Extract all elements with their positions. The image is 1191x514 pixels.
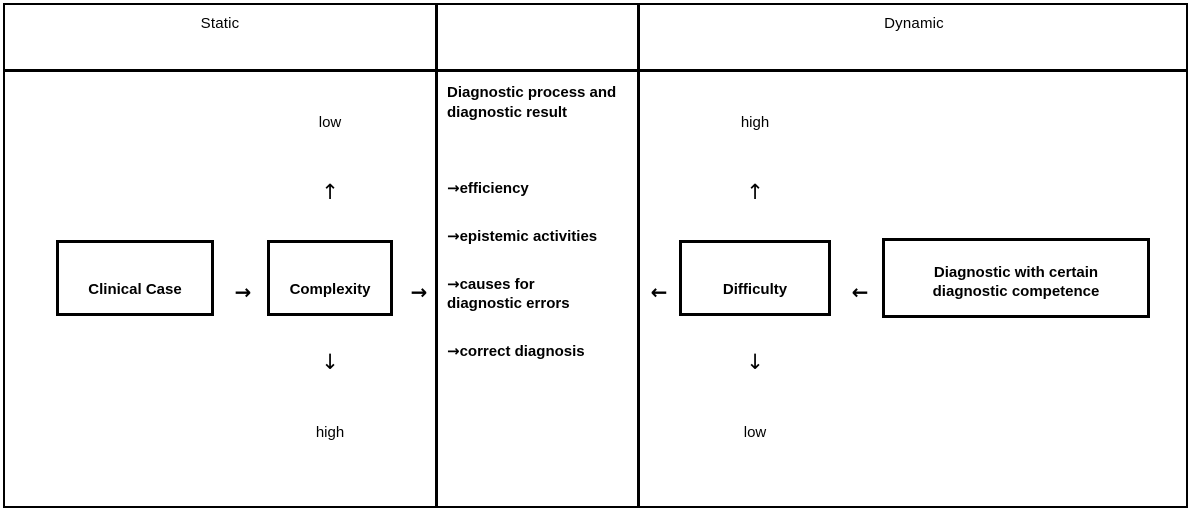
static-arrow-up-icon: ↑	[321, 180, 339, 204]
list-item-label: efficiency	[459, 180, 529, 197]
column-header-dynamic: Dynamic	[884, 15, 944, 32]
column-header-middle	[440, 12, 636, 36]
box-diagnostic-competence-label: Diagnostic with certain diagnostic compe…	[932, 264, 1100, 300]
static-scale-top-label: low	[318, 114, 342, 131]
column-divider-left	[435, 3, 438, 508]
list-item: →correct diagnosis	[447, 323, 635, 361]
static-arrow-down-icon: ↓	[321, 350, 339, 374]
table-frame	[3, 3, 1188, 508]
dynamic-arrow-down-icon: ↓	[746, 350, 764, 374]
arrow-right-icon: →	[447, 227, 460, 245]
list-item-label: causes for diagnostic errors	[447, 276, 570, 312]
middle-column-heading: Diagnostic process and diagnostic result	[447, 84, 617, 121]
dynamic-scale-top-label: high	[740, 114, 770, 131]
box-clinical-case-label: Clinical Case	[88, 281, 182, 298]
box-complexity-label: Complexity	[289, 281, 371, 298]
static-flow-arrow-2-icon: →	[410, 280, 428, 304]
dynamic-scale-bottom-label: low	[743, 424, 767, 441]
arrow-right-icon: →	[447, 342, 460, 360]
box-clinical-case: Clinical Case	[56, 240, 214, 316]
dynamic-arrow-up-icon: ↑	[746, 180, 764, 204]
column-divider-right	[637, 3, 640, 508]
list-item: →efficiency	[447, 160, 635, 198]
list-item-label: correct diagnosis	[459, 343, 585, 360]
static-scale-bottom-label: high	[315, 424, 345, 441]
list-item-label: epistemic activities	[459, 228, 598, 245]
column-header-static: Static	[200, 15, 240, 32]
box-complexity: Complexity	[267, 240, 393, 316]
middle-column-list: →efficiency →epistemic activities →cause…	[447, 160, 635, 371]
box-difficulty: Difficulty	[679, 240, 831, 316]
box-difficulty-label: Difficulty	[722, 281, 788, 298]
arrow-right-icon: →	[447, 179, 460, 197]
static-flow-arrow-1-icon: →	[234, 280, 252, 304]
box-diagnostic-competence: Diagnostic with certain diagnostic compe…	[882, 238, 1150, 318]
list-item: →causes for diagnostic errors	[447, 256, 635, 313]
arrow-right-icon: →	[447, 275, 460, 293]
header-row-divider	[3, 69, 1188, 72]
dynamic-flow-arrow-1-icon: ←	[650, 280, 668, 304]
dynamic-flow-arrow-2-icon: ←	[851, 280, 869, 304]
list-item: →epistemic activities	[447, 208, 635, 246]
